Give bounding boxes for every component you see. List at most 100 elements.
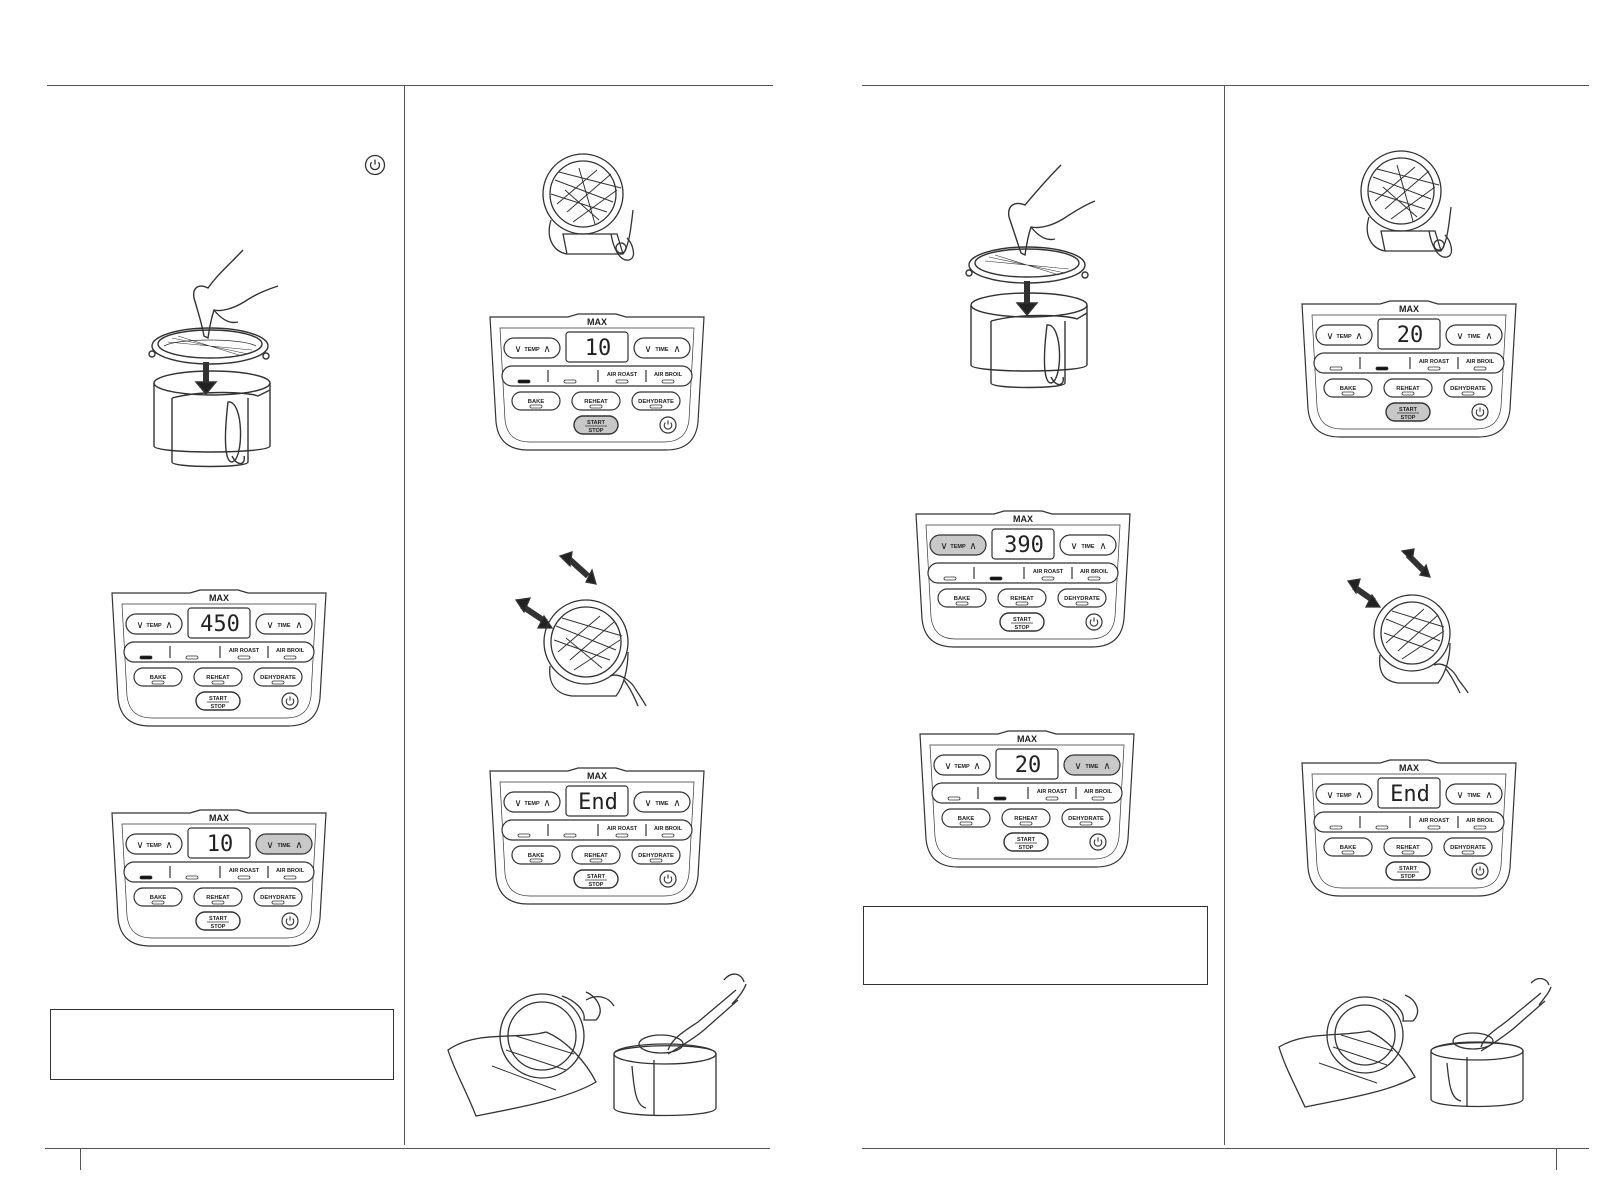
temp-button[interactable] bbox=[125, 613, 183, 635]
bake-button[interactable] bbox=[133, 667, 183, 687]
start-label: START bbox=[587, 420, 606, 426]
power-button[interactable] bbox=[1471, 862, 1489, 880]
temp-down-icon: ∨ bbox=[1326, 331, 1333, 342]
reheat-button[interactable] bbox=[1383, 837, 1433, 857]
dehydrate-button[interactable] bbox=[1443, 378, 1493, 398]
bake-button-label: BAKE bbox=[528, 853, 545, 859]
reheat-button[interactable] bbox=[1383, 378, 1433, 398]
function-bar bbox=[501, 365, 693, 387]
time-down-icon: ∨ bbox=[266, 620, 273, 631]
time-up-icon: ∧ bbox=[295, 620, 302, 631]
bake-button[interactable] bbox=[1323, 378, 1373, 398]
power-button[interactable] bbox=[281, 692, 299, 710]
start-stop-button[interactable] bbox=[999, 612, 1045, 632]
panel-outline bbox=[111, 589, 327, 727]
reheat-button[interactable] bbox=[997, 588, 1047, 608]
temp-label: TEMP bbox=[1336, 334, 1352, 340]
reheat-button[interactable] bbox=[571, 845, 621, 865]
dehydrate-button[interactable] bbox=[631, 845, 681, 865]
start-label: START bbox=[209, 916, 228, 922]
reheat-button[interactable] bbox=[1001, 808, 1051, 828]
start-stop-button[interactable] bbox=[1385, 402, 1431, 422]
display-readout: 390 bbox=[1004, 533, 1044, 558]
time-button[interactable] bbox=[255, 613, 313, 635]
power-button[interactable] bbox=[1085, 613, 1103, 631]
max-label: MAX bbox=[587, 771, 607, 781]
start-stop-button[interactable] bbox=[1003, 832, 1049, 852]
temp-button[interactable] bbox=[933, 754, 991, 776]
max-crisp-indicator bbox=[185, 655, 199, 660]
function-bar bbox=[931, 782, 1123, 804]
temp-button[interactable] bbox=[503, 337, 561, 359]
temp-button[interactable] bbox=[929, 534, 987, 556]
display-readout: 10 bbox=[585, 336, 612, 361]
dehydrate-button[interactable] bbox=[253, 887, 303, 907]
time-label: TIME bbox=[1085, 764, 1098, 770]
air-broil-label: AIR BROIL bbox=[654, 826, 683, 832]
bake-button[interactable] bbox=[511, 391, 561, 411]
bake-button[interactable] bbox=[511, 845, 561, 865]
note-box-left bbox=[50, 1009, 394, 1080]
temp-button[interactable] bbox=[1315, 783, 1373, 805]
time-button[interactable] bbox=[1059, 534, 1117, 556]
display-readout: End bbox=[1390, 782, 1430, 807]
power-button[interactable] bbox=[1471, 403, 1489, 421]
dehydrate-button[interactable] bbox=[1443, 837, 1493, 857]
dehydrate-button[interactable] bbox=[253, 667, 303, 687]
power-button[interactable] bbox=[281, 912, 299, 930]
time-button[interactable] bbox=[255, 833, 313, 855]
dehydrate-button[interactable] bbox=[631, 391, 681, 411]
reheat-button[interactable] bbox=[571, 391, 621, 411]
temp-button[interactable] bbox=[1315, 324, 1373, 346]
stop-label: STOP bbox=[1019, 845, 1034, 851]
dehydrate-button[interactable] bbox=[1061, 808, 1111, 828]
panel-outline bbox=[1301, 300, 1517, 438]
air-fry-indicator bbox=[1329, 825, 1343, 830]
bake-button[interactable] bbox=[1323, 837, 1373, 857]
power-icon bbox=[285, 918, 295, 926]
time-button[interactable] bbox=[633, 337, 691, 359]
start-stop-button[interactable] bbox=[195, 691, 241, 711]
max-label: MAX bbox=[1013, 514, 1033, 524]
temp-button[interactable] bbox=[503, 791, 561, 813]
max-label: MAX bbox=[587, 317, 607, 327]
dehydrate-button[interactable] bbox=[1057, 588, 1107, 608]
bake-button[interactable] bbox=[937, 588, 987, 608]
temp-button[interactable] bbox=[125, 833, 183, 855]
start-stop-button[interactable] bbox=[1385, 861, 1431, 881]
note-box-right bbox=[863, 906, 1208, 985]
time-button[interactable] bbox=[1063, 754, 1121, 776]
reheat-button[interactable] bbox=[193, 887, 243, 907]
time-button[interactable] bbox=[1445, 783, 1503, 805]
time-button[interactable] bbox=[1445, 324, 1503, 346]
panel-outline bbox=[915, 510, 1131, 648]
start-stop-button[interactable] bbox=[195, 911, 241, 931]
reheat-button[interactable] bbox=[193, 667, 243, 687]
power-icon bbox=[663, 422, 673, 430]
power-button[interactable] bbox=[659, 416, 677, 434]
start-stop-button[interactable] bbox=[573, 415, 619, 435]
stop-label: STOP bbox=[1401, 415, 1416, 421]
start-stop-button[interactable] bbox=[573, 869, 619, 889]
display-readout: 10 bbox=[207, 832, 234, 857]
bake-button[interactable] bbox=[941, 808, 991, 828]
time-button[interactable] bbox=[633, 791, 691, 813]
air-roast-label: AIR ROAST bbox=[1037, 789, 1068, 795]
air-broil-label: AIR BROIL bbox=[1084, 789, 1113, 795]
power-icon bbox=[364, 154, 386, 181]
bottom-rule-left bbox=[45, 1148, 770, 1149]
dehydrate-button-label: DEHYDRATE bbox=[260, 895, 296, 901]
time-label: TIME bbox=[655, 801, 668, 807]
temp-up-icon: ∧ bbox=[165, 840, 172, 851]
bottom-rule-right bbox=[862, 1148, 1589, 1149]
power-button[interactable] bbox=[659, 870, 677, 888]
shake-basket-illustration-2 bbox=[1346, 548, 1490, 694]
footer-tick-left bbox=[80, 1148, 81, 1170]
column-divider-1 bbox=[404, 85, 405, 1145]
bake-button[interactable] bbox=[133, 887, 183, 907]
power-icon bbox=[1475, 868, 1485, 876]
time-label: TIME bbox=[1467, 334, 1480, 340]
power-button[interactable] bbox=[1089, 833, 1107, 851]
display-screen bbox=[565, 785, 629, 817]
